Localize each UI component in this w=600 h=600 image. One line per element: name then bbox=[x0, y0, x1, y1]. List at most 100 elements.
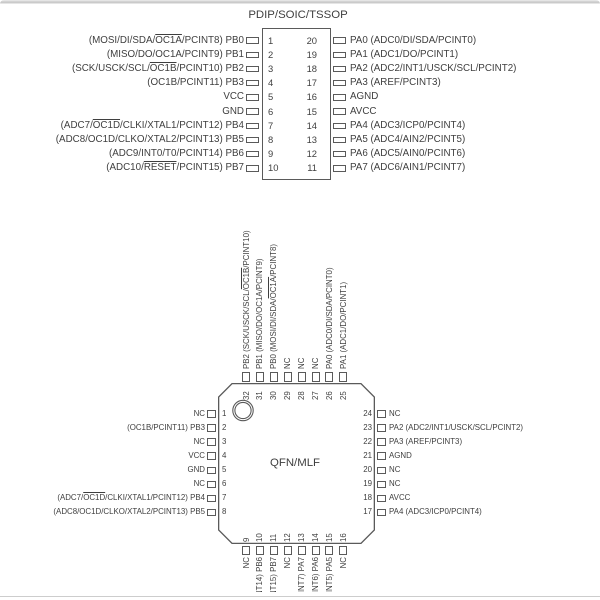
qfn-right-pin-pad bbox=[377, 508, 386, 517]
qfn-left-pin-number: 7 bbox=[222, 493, 227, 503]
pdip-right-pin-pad bbox=[333, 65, 346, 73]
qfn-top-pin-number: 28 bbox=[297, 391, 307, 400]
qfn-bottom-pin-pad bbox=[297, 546, 306, 555]
pdip-left-pin-label: GND bbox=[222, 105, 244, 117]
pdip-left-pin-pad bbox=[246, 94, 259, 101]
overline-signal: OC1D bbox=[92, 119, 121, 131]
qfn-bottom-pin-number: 10 bbox=[255, 533, 265, 542]
qfn-title: QFN/MLF bbox=[270, 457, 320, 469]
qfn-top-pin-pad bbox=[283, 372, 292, 382]
qfn-top-pin-pad bbox=[242, 372, 250, 382]
pdip-right-pin-label: PA4 (ADC3/ICP0/PCINT4) bbox=[350, 119, 466, 131]
qfn-bottom-pin-pad bbox=[325, 546, 334, 555]
pdip-right-pin-label: PA3 (AREF/PCINT3) bbox=[350, 77, 441, 89]
pdip-right-pin-label: PA5 (ADC4/AIN2/PCINT5) bbox=[350, 133, 466, 145]
qfn-right-pin-label: PA2 (ADC2/INT1/USCK/SCL/PCINT2) bbox=[389, 423, 524, 433]
pdip-left-pin-number: 1 bbox=[268, 34, 274, 46]
pdip-left-pin-label: (SCK/USCK/SCL/OC1B/PCINT10) PB2 bbox=[71, 62, 244, 74]
qfn-top-pin-number: 30 bbox=[269, 391, 279, 400]
qfn-right-pin-pad bbox=[377, 410, 386, 418]
pdip-right-pin-number: 11 bbox=[307, 162, 317, 174]
pdip-right-pin-pad bbox=[333, 79, 346, 87]
qfn-left-pin-number: 5 bbox=[222, 465, 227, 475]
qfn-right-pin-pad bbox=[377, 494, 386, 503]
qfn-top-pin-number: 26 bbox=[324, 391, 334, 400]
qfn-left-pin-pad bbox=[207, 410, 216, 418]
overline-signal: RESET bbox=[143, 162, 177, 174]
pdip-left-pin-label: (ADC10/RESET/PCINT15) PB7 bbox=[106, 162, 244, 174]
qfn-top-pin-number: 29 bbox=[283, 391, 293, 400]
qfn-top-pin-pad bbox=[325, 372, 334, 382]
qfn-right-pin-number: 18 bbox=[363, 493, 372, 503]
qfn-right-pin-label: NC bbox=[389, 479, 401, 489]
qfn-bottom-pin-number: 11 bbox=[269, 533, 279, 542]
qfn-right-pin-label: NC bbox=[389, 409, 401, 418]
pdip-left-pin-pad bbox=[246, 79, 259, 87]
pdip-left-pin-number: 10 bbox=[268, 162, 279, 174]
pdip-right-pin-pad bbox=[333, 94, 346, 101]
pdip-left-pin-pad bbox=[246, 65, 259, 73]
pdip-right-pin-number: 16 bbox=[306, 91, 317, 103]
pdip-right-pin-pad bbox=[333, 136, 346, 144]
qfn-bottom-pin-number: 9 bbox=[241, 537, 251, 542]
qfn-left-pin-label: VCC bbox=[188, 451, 205, 461]
qfn-right-pin-pad bbox=[377, 480, 386, 489]
pdip-right-pin-pad bbox=[333, 150, 346, 158]
pdip-right-pin-pad bbox=[333, 37, 346, 44]
pdip-right-pin-label: PA7 (ADC6/AIN1/PCINT7) bbox=[350, 162, 466, 174]
qfn-top-pin-label: NC bbox=[297, 357, 307, 369]
qfn-top-pin-number: 25 bbox=[338, 391, 348, 400]
qfn-left-pin-pad bbox=[207, 494, 216, 503]
pdip-right-pin-number: 17 bbox=[306, 77, 317, 89]
pdip-left-pin-pad bbox=[246, 150, 259, 158]
pdip-left-pin-number: 3 bbox=[268, 62, 274, 74]
qfn-right-pin-label: PA3 (AREF/PCINT3) bbox=[389, 437, 463, 447]
pdip-left-pin-pad bbox=[246, 108, 259, 115]
qfn-bottom-pin-number: 16 bbox=[338, 533, 348, 542]
pdip-right-pin-number: 13 bbox=[306, 133, 317, 145]
qfn-bottom-pin-number: 15 bbox=[324, 533, 334, 542]
qfn-right-pin-number: 19 bbox=[363, 479, 372, 489]
qfn-right-pin-number: 21 bbox=[363, 451, 372, 461]
qfn-left-pin-label: NC bbox=[193, 437, 205, 447]
pdip-left-pin-number: 9 bbox=[268, 148, 274, 160]
qfn-left-pin-label: NC bbox=[193, 409, 205, 418]
qfn-right-pin-label: AGND bbox=[389, 451, 412, 461]
qfn-left-pin-label: (ADC8/OC1D/CLKO/XTAL2/PCINT13) PB5 bbox=[53, 507, 205, 517]
pdip-right-pin-number: 20 bbox=[306, 34, 317, 46]
qfn-left-pin-number: 1 bbox=[222, 409, 227, 418]
qfn-right-pin-label: AVCC bbox=[389, 493, 411, 503]
qfn-left-pin-number: 4 bbox=[222, 451, 227, 461]
qfn-right-pin-label: PA4 (ADC3/ICP0/PCINT4) bbox=[389, 507, 482, 517]
qfn-bottom-pin-pad bbox=[269, 546, 278, 555]
qfn-bottom-pin-label: (ADC5/AIN0/PCINT6) PA6 bbox=[311, 557, 320, 592]
qfn-bottom-pin-pad bbox=[339, 546, 348, 555]
qfn-bottom-labels-clipped: NC(ADC9/INT0/T0/PCINT14) PB6(ADC10/RESET… bbox=[0, 557, 600, 592]
qfn-top-pin-label: PB1 (MISO/DO/OC1A/PCINT9) bbox=[255, 258, 265, 370]
pdip-left-pin-pad bbox=[246, 122, 259, 129]
qfn-top-pin-label: PA1 (ADC1/DO/PCINT1) bbox=[338, 281, 348, 369]
qfn-top-pin-number: 27 bbox=[311, 391, 320, 400]
pdip-right-pin-label: AVCC bbox=[350, 105, 377, 117]
qfn-bottom-pin-pad bbox=[255, 546, 264, 555]
pdip-left-pin-label: (MISO/DO/OC1A/PCINT9) PB1 bbox=[106, 48, 244, 60]
qfn-left-pin-number: 2 bbox=[222, 423, 227, 433]
qfn-top-pin-pad bbox=[339, 372, 348, 382]
pdip-left-pin-label: (MOSI/DI/SDA/OC1A/PCINT8) PB0 bbox=[88, 34, 244, 46]
qfn-top-pin-label: PA0 (ADC0/DI/SDA/PCINT0) bbox=[324, 267, 334, 369]
overline-signal: OC1B bbox=[241, 267, 251, 290]
qfn-top-pin-pad bbox=[311, 372, 320, 382]
qfn-left-pin-pad bbox=[207, 508, 216, 517]
qfn-bottom-pin-label: NC bbox=[338, 557, 348, 569]
qfn-bottom-pin-pad bbox=[242, 546, 250, 555]
qfn-right-pin-number: 24 bbox=[363, 409, 372, 418]
pdip-left-pin-pad bbox=[246, 165, 259, 172]
pdip-chip-body bbox=[262, 28, 331, 180]
pdip-left-pin-number: 4 bbox=[268, 77, 274, 89]
qfn-right-pin-pad bbox=[377, 438, 386, 446]
pdip-right-pin-pad bbox=[333, 165, 346, 172]
qfn-left-pin-pad bbox=[207, 466, 216, 474]
window-top-edge bbox=[0, 0, 600, 4]
pdip-left-pin-label: VCC bbox=[223, 91, 244, 103]
qfn-right-pin-number: 17 bbox=[363, 507, 372, 517]
